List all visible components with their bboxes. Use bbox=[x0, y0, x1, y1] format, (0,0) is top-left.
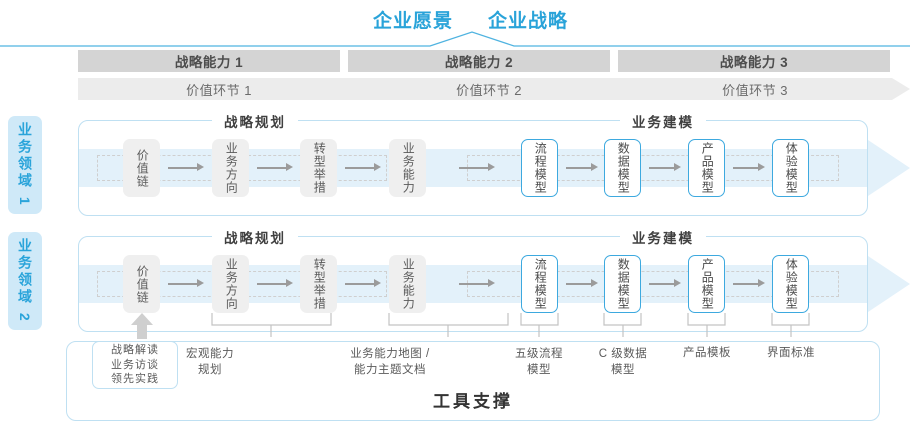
tool-label-1-line-1: 能力主题文档 bbox=[353, 364, 426, 376]
value-link-label-3: 价值环节 3 bbox=[618, 78, 910, 100]
tool-label-0-line-0: 宏观能力 bbox=[186, 348, 234, 361]
row-2-node-business-capability[interactable]: 业务能力 bbox=[389, 255, 426, 313]
row-1-arrow-2 bbox=[257, 163, 293, 172]
row-2-arrow-5 bbox=[566, 279, 598, 288]
row-1-arrow-1 bbox=[168, 163, 204, 172]
value-link-label-1: 价值环节 1 bbox=[78, 78, 378, 100]
row-2-node-value-chain[interactable]: 价值链 bbox=[123, 255, 160, 313]
value-link-chevron-1: 价值环节 1 bbox=[78, 78, 378, 100]
row-2-arrow-2 bbox=[257, 279, 293, 288]
row-2-node-business-direction[interactable]: 业务方向 bbox=[212, 255, 249, 313]
tool-label-3-line-0: C 级数据 bbox=[598, 348, 648, 361]
row-1-arrow-6 bbox=[649, 163, 681, 172]
tool-label-capability-map: 业务能力地图 / 能力主题文档 bbox=[332, 345, 448, 381]
row-1-node-data-model[interactable]: 数据模型 bbox=[604, 139, 641, 197]
row-1-arrow-7 bbox=[733, 163, 765, 172]
title-connector-line bbox=[0, 31, 910, 47]
tool-label-2-line-0: 五级流程 bbox=[515, 348, 563, 361]
row-1-arrow-4 bbox=[459, 163, 495, 172]
row-1-node-experience-model[interactable]: 体验模型 bbox=[772, 139, 809, 197]
side-label-domain-1: 业务领域 1 bbox=[8, 116, 42, 214]
tool-label-macro-capability: 宏观能力 规划 bbox=[155, 345, 265, 381]
row-1-arrow-3 bbox=[345, 163, 381, 172]
row-1-container bbox=[78, 120, 868, 216]
tool-support-container bbox=[66, 341, 880, 421]
value-link-chevron-2: 价值环节 2 bbox=[348, 78, 648, 100]
row-2-node-product-model[interactable]: 产品模型 bbox=[688, 255, 725, 313]
row-1-node-value-chain[interactable]: 价值链 bbox=[123, 139, 160, 197]
tool-label-product-template: 产品模板 bbox=[683, 347, 731, 360]
row-2-container bbox=[78, 236, 868, 332]
tool-label-1-line-0: 业务能力地图 / bbox=[350, 348, 430, 361]
row-2-node-data-model[interactable]: 数据模型 bbox=[604, 255, 641, 313]
row-1-node-product-model[interactable]: 产品模型 bbox=[688, 139, 725, 197]
enterprise-vision-title: 企业愿景 bbox=[373, 11, 454, 32]
row-2-section-title-modeling: 业务建模 bbox=[620, 228, 706, 246]
row-2-arrow-6 bbox=[649, 279, 681, 288]
capability-header-3: 战略能力 3 bbox=[618, 50, 890, 72]
value-link-label-2: 价值环节 2 bbox=[348, 78, 648, 100]
capability-header-1: 战略能力 1 bbox=[78, 50, 340, 72]
lead-line-3: 领先实践 bbox=[111, 373, 159, 386]
lead-box-up-arrow-icon bbox=[131, 313, 153, 339]
side-label-domain-2: 业务领域 2 bbox=[8, 232, 42, 330]
row-1-node-business-direction[interactable]: 业务方向 bbox=[212, 139, 249, 197]
value-link-chevron-3: 价值环节 3 bbox=[618, 78, 910, 100]
tool-label-3-line-1: 模型 bbox=[611, 364, 635, 376]
row-1-node-process-model[interactable]: 流程模型 bbox=[521, 139, 558, 197]
tool-lead-box[interactable]: 战略解读 业务访谈 领先实践 bbox=[92, 341, 178, 389]
row-2-arrow-1 bbox=[168, 279, 204, 288]
row-1-arrow-5 bbox=[566, 163, 598, 172]
row-1-section-title-strategy: 战略规划 bbox=[212, 112, 298, 130]
row-1-section-title-modeling: 业务建模 bbox=[620, 112, 706, 130]
row-2-arrow-3 bbox=[345, 279, 381, 288]
row-2-node-experience-model[interactable]: 体验模型 bbox=[772, 255, 809, 313]
capability-header-2: 战略能力 2 bbox=[348, 50, 610, 72]
tool-label-2-line-1: 模型 bbox=[527, 364, 551, 376]
tool-label-five-level-process: 五级流程 模型 bbox=[488, 345, 590, 381]
enterprise-strategy-title: 企业战略 bbox=[488, 11, 569, 32]
row-2-section-title-strategy: 战略规划 bbox=[212, 228, 298, 246]
tool-bracket-connectors bbox=[211, 313, 810, 337]
tool-label-c-level-data: C 级数据 模型 bbox=[572, 345, 674, 381]
row-2-node-transformation-measures[interactable]: 转型举措 bbox=[300, 255, 337, 313]
row-2-arrow-7 bbox=[733, 279, 765, 288]
lead-line-2: 业务访谈 bbox=[111, 358, 159, 371]
row-1-node-transformation-measures[interactable]: 转型举措 bbox=[300, 139, 337, 197]
tool-support-title: 工具支撑 bbox=[433, 391, 513, 411]
row-1-node-business-capability[interactable]: 业务能力 bbox=[389, 139, 426, 197]
row-2-arrow-4 bbox=[459, 279, 495, 288]
tool-label-0-line-1: 规划 bbox=[198, 364, 222, 376]
row-2-node-process-model[interactable]: 流程模型 bbox=[521, 255, 558, 313]
tool-label-ui-standard: 界面标准 bbox=[767, 347, 815, 360]
lead-line-1: 战略解读 bbox=[111, 343, 159, 356]
